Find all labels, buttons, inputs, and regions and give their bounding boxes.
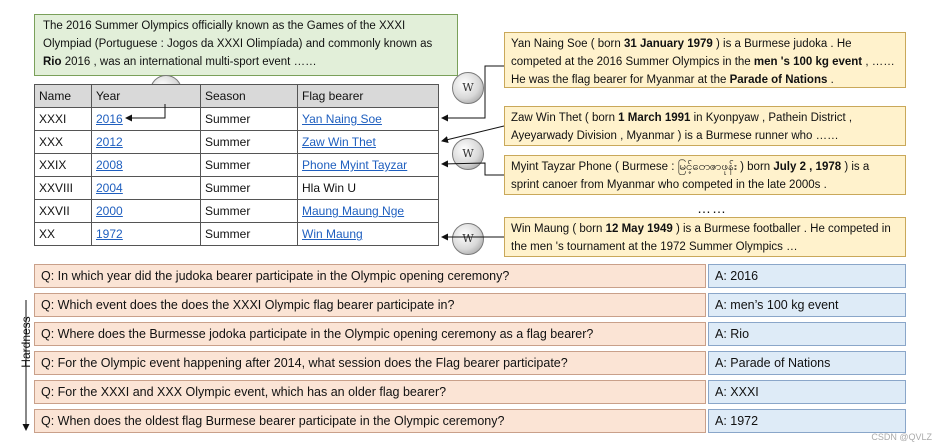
bio-passage-yan-naing-soe: Yan Naing Soe ( born 31 January 1979 ) i… bbox=[504, 32, 906, 88]
cell-season: Summer bbox=[200, 107, 298, 131]
arrow-intro-to-year bbox=[125, 104, 166, 122]
cell-season: Summer bbox=[200, 222, 298, 246]
watermark: CSDN @QVLZ bbox=[871, 432, 932, 442]
table-row: XXVIII 2004 Summer Hla Win U bbox=[34, 176, 439, 200]
question-5: Q: For the XXXI and XXX Olympic event, w… bbox=[34, 380, 706, 404]
year-link[interactable]: 1972 bbox=[91, 222, 201, 246]
cell-name: XXVIII bbox=[34, 176, 92, 200]
question-6: Q: When does the oldest flag Burmese bea… bbox=[34, 409, 706, 433]
cell-name: XX bbox=[34, 222, 92, 246]
answer-2: A: men’s 100 kg event bbox=[708, 293, 906, 317]
question-4: Q: For the Olympic event happening after… bbox=[34, 351, 706, 375]
wikipedia-globe-icon: W bbox=[452, 72, 484, 104]
bio-passage-phone-myint-tayzar: Myint Tayzar Phone ( Burmese : မြင့်တေဇာ… bbox=[504, 155, 906, 195]
wikipedia-globe-icon: W bbox=[452, 223, 484, 255]
bio-passage-win-maung: Win Maung ( born 12 May 1949 ) is a Burm… bbox=[504, 217, 906, 257]
year-link[interactable]: 2004 bbox=[91, 176, 201, 200]
flag-bearer-table: Name Year Season Flag bearer XXXI 2016 S… bbox=[34, 84, 439, 246]
arrow-bio-to-row bbox=[441, 65, 504, 122]
column-header: Flag bearer bbox=[297, 84, 439, 108]
bio-passage-zaw-win-thet: Zaw Win Thet ( born 1 March 1991 in Kyon… bbox=[504, 106, 906, 146]
table-header-row: Name Year Season Flag bearer bbox=[34, 84, 439, 108]
cell-flag-bearer: Hla Win U bbox=[297, 176, 439, 200]
ellipsis: …… bbox=[697, 200, 727, 216]
flag-bearer-link[interactable]: Phone Myint Tayzar bbox=[297, 153, 439, 177]
answer-1: A: 2016 bbox=[708, 264, 906, 288]
column-header: Name bbox=[34, 84, 92, 108]
flag-bearer-link[interactable]: Yan Naing Soe bbox=[297, 107, 439, 131]
answer-3: A: Rio bbox=[708, 322, 906, 346]
column-header: Season bbox=[200, 84, 298, 108]
cell-season: Summer bbox=[200, 130, 298, 154]
intro-text-bold: Rio bbox=[43, 56, 62, 68]
answer-4: A: Parade of Nations bbox=[708, 351, 906, 375]
year-link[interactable]: 2012 bbox=[91, 130, 201, 154]
answer-6: A: 1972 bbox=[708, 409, 906, 433]
column-header: Year bbox=[91, 84, 201, 108]
table-row: XXIX 2008 Summer Phone Myint Tayzar bbox=[34, 153, 439, 177]
question-3: Q: Where does the Burmesse jodoka partic… bbox=[34, 322, 706, 346]
cell-name: XXX bbox=[34, 130, 92, 154]
intro-text-pre: The 2016 Summer Olympics officially know… bbox=[43, 20, 433, 50]
table-row: XXXI 2016 Summer Yan Naing Soe bbox=[34, 107, 439, 131]
hardness-label: Hardness bbox=[19, 316, 33, 368]
intro-passage: The 2016 Summer Olympics officially know… bbox=[34, 14, 458, 76]
intro-text-post: 2016 , was an international multi-sport … bbox=[61, 56, 317, 68]
wikipedia-globe-icon: W bbox=[452, 138, 484, 170]
year-link[interactable]: 2016 bbox=[91, 107, 201, 131]
arrow-bio-to-row bbox=[441, 160, 504, 176]
arrow-bio-to-row bbox=[441, 125, 505, 143]
cell-name: XXVII bbox=[34, 199, 92, 223]
answer-5: A: XXXI bbox=[708, 380, 906, 404]
question-2: Q: Which event does the does the XXXI Ol… bbox=[34, 293, 706, 317]
table-row: XX 1972 Summer Win Maung bbox=[34, 222, 439, 246]
flag-bearer-link[interactable]: Win Maung bbox=[297, 222, 439, 246]
question-1: Q: In which year did the judoka bearer p… bbox=[34, 264, 706, 288]
